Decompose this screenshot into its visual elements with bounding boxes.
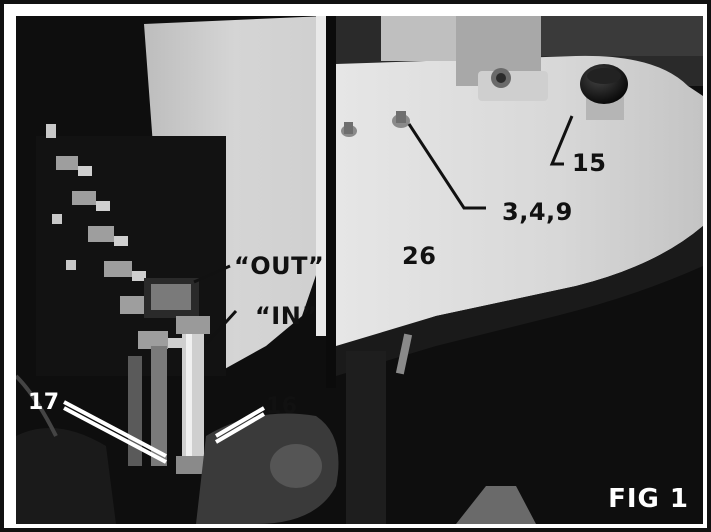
valve-bank xyxy=(36,124,226,376)
main-housing xyxy=(336,55,703,346)
leader-lines xyxy=(193,115,574,346)
leader-lines-light xyxy=(63,400,266,464)
panel-seam xyxy=(326,16,336,388)
bracket-bolt-center xyxy=(496,73,506,83)
callout-3-4-9: 3,4,9 xyxy=(502,198,573,226)
callout-26: 26 xyxy=(402,242,437,270)
callout-15: 15 xyxy=(572,149,607,177)
callout-out: “OUT” xyxy=(234,252,325,280)
equipment-illustration xyxy=(16,16,703,524)
housing-shadow xyxy=(336,226,703,376)
figure-label: FIG 1 xyxy=(608,484,689,514)
callout-in: “IN” xyxy=(255,302,318,330)
panel-edge-highlight xyxy=(316,16,326,336)
left-cabinet-panel xyxy=(144,16,326,371)
callout-16: 16 xyxy=(266,394,298,419)
lower-assembly xyxy=(16,333,536,524)
housing-screws xyxy=(341,111,410,137)
equipment-photo xyxy=(16,16,703,524)
top-bracket-foot xyxy=(478,71,548,101)
black-knob xyxy=(580,64,628,120)
callout-17: 17 xyxy=(28,390,60,415)
